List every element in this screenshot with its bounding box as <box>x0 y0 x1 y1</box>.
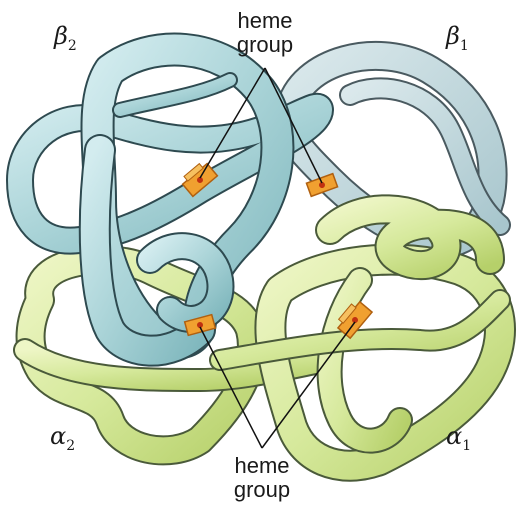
alpha2-label: α2 <box>50 424 75 453</box>
beta2-label: β2 <box>54 24 77 53</box>
alpha2-subscript: 2 <box>66 438 75 454</box>
top-heme-line1: heme <box>228 10 302 32</box>
top-heme-label: heme group <box>228 10 302 56</box>
top-heme-line2: group <box>228 34 302 56</box>
alpha2-symbol: α <box>50 422 66 450</box>
bottom-heme-line2: group <box>225 479 299 501</box>
beta1-symbol: β <box>446 22 460 50</box>
bottom-heme-line1: heme <box>225 455 299 477</box>
beta2-symbol: β <box>54 22 68 50</box>
alpha1-symbol: α <box>446 422 462 450</box>
beta1-subscript: 1 <box>460 38 469 54</box>
bottom-heme-label: heme group <box>225 455 299 501</box>
beta2-subscript: 2 <box>68 38 77 54</box>
alpha1-label: α1 <box>446 424 471 453</box>
beta1-label: β1 <box>446 24 469 53</box>
alpha1-subscript: 1 <box>462 438 471 454</box>
